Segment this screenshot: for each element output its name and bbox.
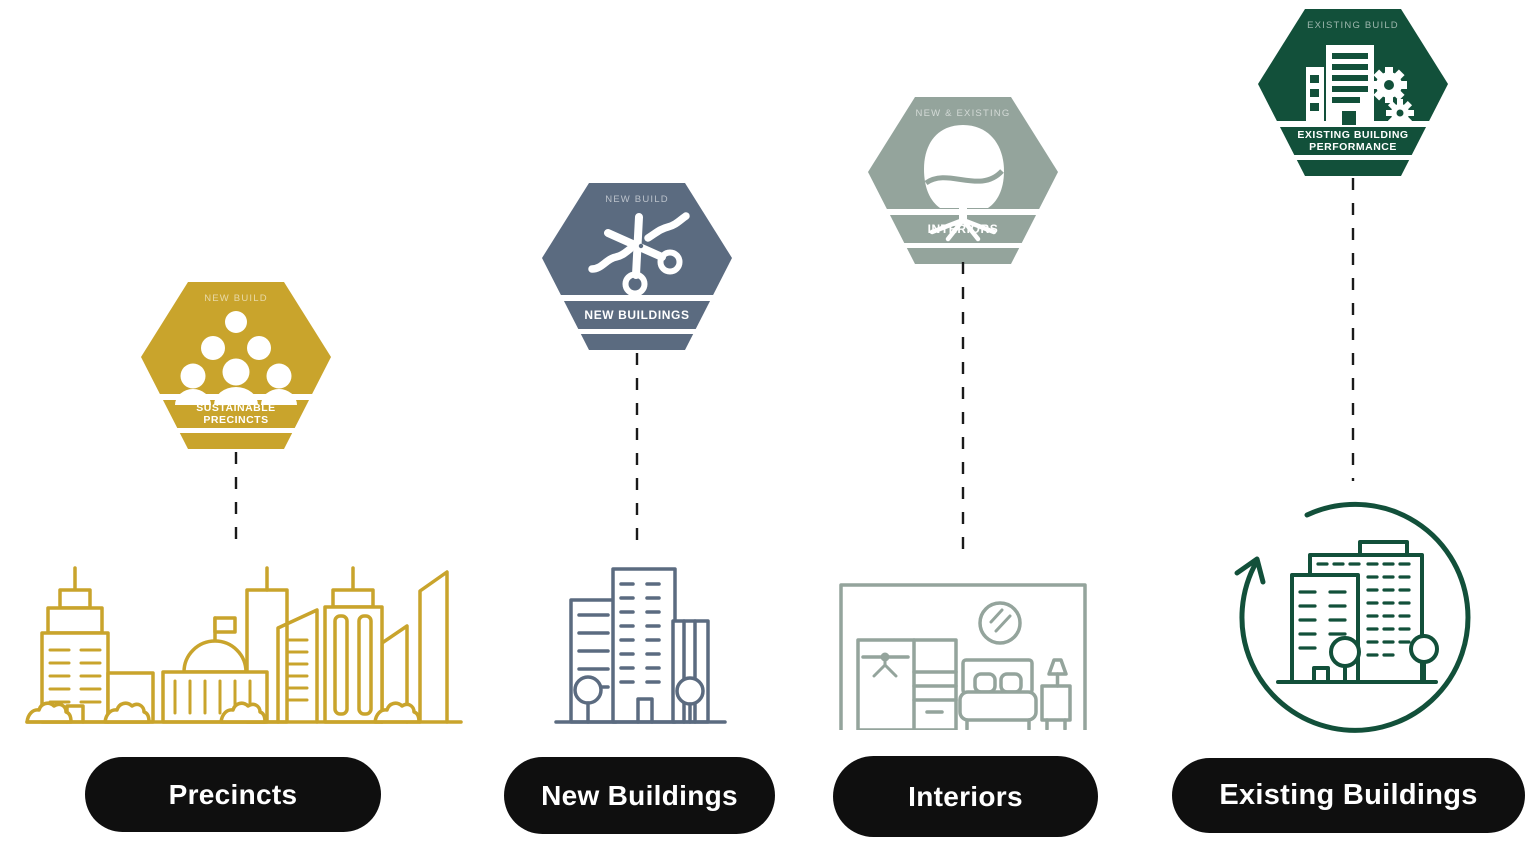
pill-label-new-buildings[interactable]: New Buildings	[504, 757, 775, 834]
ribbon-cutting-scissors-icon	[588, 212, 690, 297]
people-group-icon	[175, 311, 297, 405]
hexagon-badge-new-buildings: NEW BUILD NEW BUILDINGS	[542, 183, 732, 350]
badge-divider	[141, 428, 331, 433]
city-skyline-illustration	[25, 566, 463, 724]
dashed-connector	[961, 262, 965, 549]
building-gears-icon	[1306, 45, 1414, 127]
badge-name-line1: NEW BUILDINGS	[584, 308, 689, 322]
badge-divider	[868, 243, 1058, 248]
pill-label-precincts[interactable]: Precincts	[85, 757, 381, 832]
badge-divider	[1258, 155, 1448, 160]
badge-divider	[542, 295, 732, 301]
dashed-connector	[234, 452, 238, 552]
building-renewal-arrow-illustration	[1234, 501, 1471, 733]
badge-name-line1: EXISTING BUILDING	[1297, 129, 1408, 141]
badge-category-label: NEW & EXISTING	[916, 108, 1011, 119]
high-rise-buildings-illustration	[554, 567, 727, 724]
circular-arrow-icon	[1234, 501, 1471, 733]
hexagon-badge-interiors: NEW & EXISTING INTERIORS	[868, 97, 1058, 264]
hexagon-badge-precincts: NEW BUILD SUSTAINABLE PRECINCTS	[141, 282, 331, 449]
bedroom-interior-illustration	[839, 583, 1087, 730]
badge-category-label: EXISTING BUILD	[1307, 20, 1399, 31]
egg-chair-icon	[924, 125, 1004, 242]
badge-category-label: NEW BUILD	[204, 293, 268, 304]
pill-text: Precincts	[168, 778, 298, 810]
badge-name-line2: PRECINCTS	[203, 414, 268, 426]
hexagon-badge-existing-buildings: EXISTING BUILD EXISTING BUILDING PERFORM…	[1258, 9, 1448, 176]
badge-name-line1: INTERIORS	[928, 222, 999, 236]
pill-label-interiors[interactable]: Interiors	[833, 756, 1098, 837]
badge-name-line2: PERFORMANCE	[1309, 141, 1397, 153]
pill-text: Existing Buildings	[1219, 779, 1478, 811]
pill-text: New Buildings	[541, 779, 738, 811]
badge-category-label: NEW BUILD	[605, 194, 669, 205]
dashed-connector	[1351, 178, 1355, 481]
dashed-connector	[635, 353, 639, 552]
badge-divider	[542, 329, 732, 334]
pill-text: Interiors	[908, 780, 1023, 812]
pill-label-existing-buildings[interactable]: Existing Buildings	[1172, 758, 1525, 833]
badge-name-line1: SUSTAINABLE	[196, 402, 275, 414]
